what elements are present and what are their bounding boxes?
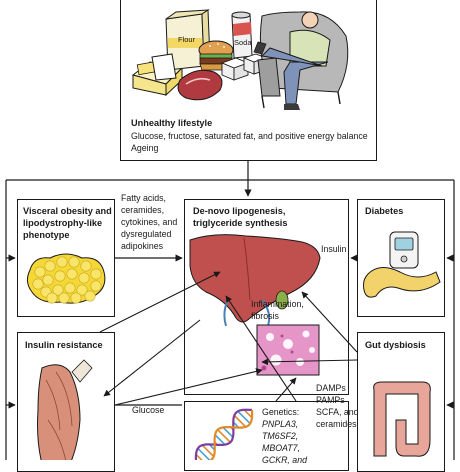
gut-line4: ceramides	[316, 419, 357, 429]
gut-title: Gut dysbiosis	[365, 340, 426, 350]
visceral-title-line3: phenotype	[23, 230, 70, 240]
muscle-icon	[37, 359, 93, 460]
pancreas-icon	[363, 267, 441, 298]
gene-gckr: GCKR, and	[262, 455, 307, 465]
diabetes-title: Diabetes	[365, 206, 404, 216]
lifestyle-line1: Glucose, fructose, saturated fat, and po…	[131, 131, 368, 141]
dna-helix-icon	[194, 408, 254, 460]
gene-mboat7: MBOAT7,	[262, 443, 300, 453]
steak-icon	[177, 69, 223, 101]
gene-pnpla3: PNPLA3,	[262, 419, 299, 429]
liver-icon	[189, 234, 321, 327]
insulin-resistance-title: Insulin resistance	[25, 340, 103, 350]
diagram-graphics	[5, 9, 455, 460]
glucometer-icon	[389, 231, 419, 269]
adipose-tissue-icon	[26, 253, 106, 304]
mediators-line3: cytokines, and	[121, 217, 178, 227]
genetics-title: Genetics:	[262, 407, 300, 417]
sugar-cubes-icon	[220, 53, 268, 81]
insulin-label: Insulin	[321, 244, 347, 254]
flour-label: Flour	[178, 35, 196, 44]
mediators-line1: Fatty acids,	[121, 193, 166, 203]
gut-line3: SCFA, and	[316, 407, 359, 417]
mediators-line5: adipokines	[121, 241, 164, 251]
mediators-line4: dysregulated	[121, 229, 172, 239]
sitting-man-icon	[253, 11, 331, 110]
liver-title-line1: De-novo lipogenesis,	[193, 206, 286, 216]
glucose-label: Glucose	[132, 405, 165, 415]
liver-title-line2: triglyceride synthesis	[193, 218, 288, 228]
milk-carton-icon	[151, 53, 177, 81]
gut-line2: PAMPs	[316, 395, 345, 405]
mediators-line2: ceramides,	[121, 205, 165, 215]
gene-tm6sf2: TM6SF2,	[262, 431, 299, 441]
burger-icon	[198, 40, 234, 71]
lifestyle-title: Unhealthy lifestyle	[131, 118, 213, 128]
colon-icon	[373, 381, 431, 457]
visceral-title-line2: lipodystrophy-like	[23, 218, 103, 228]
lifestyle-line2: Ageing	[131, 143, 159, 153]
inflammation-line2: fibrosis	[251, 311, 279, 321]
gut-line1: DAMPs	[316, 383, 346, 393]
inflammation-line1: Inflammation,	[251, 299, 304, 309]
visceral-title-line1: Visceral obesity and	[23, 206, 112, 216]
soda-can-icon	[231, 11, 253, 59]
soda-label: Soda	[234, 38, 252, 47]
histology-slide-icon	[256, 324, 320, 376]
